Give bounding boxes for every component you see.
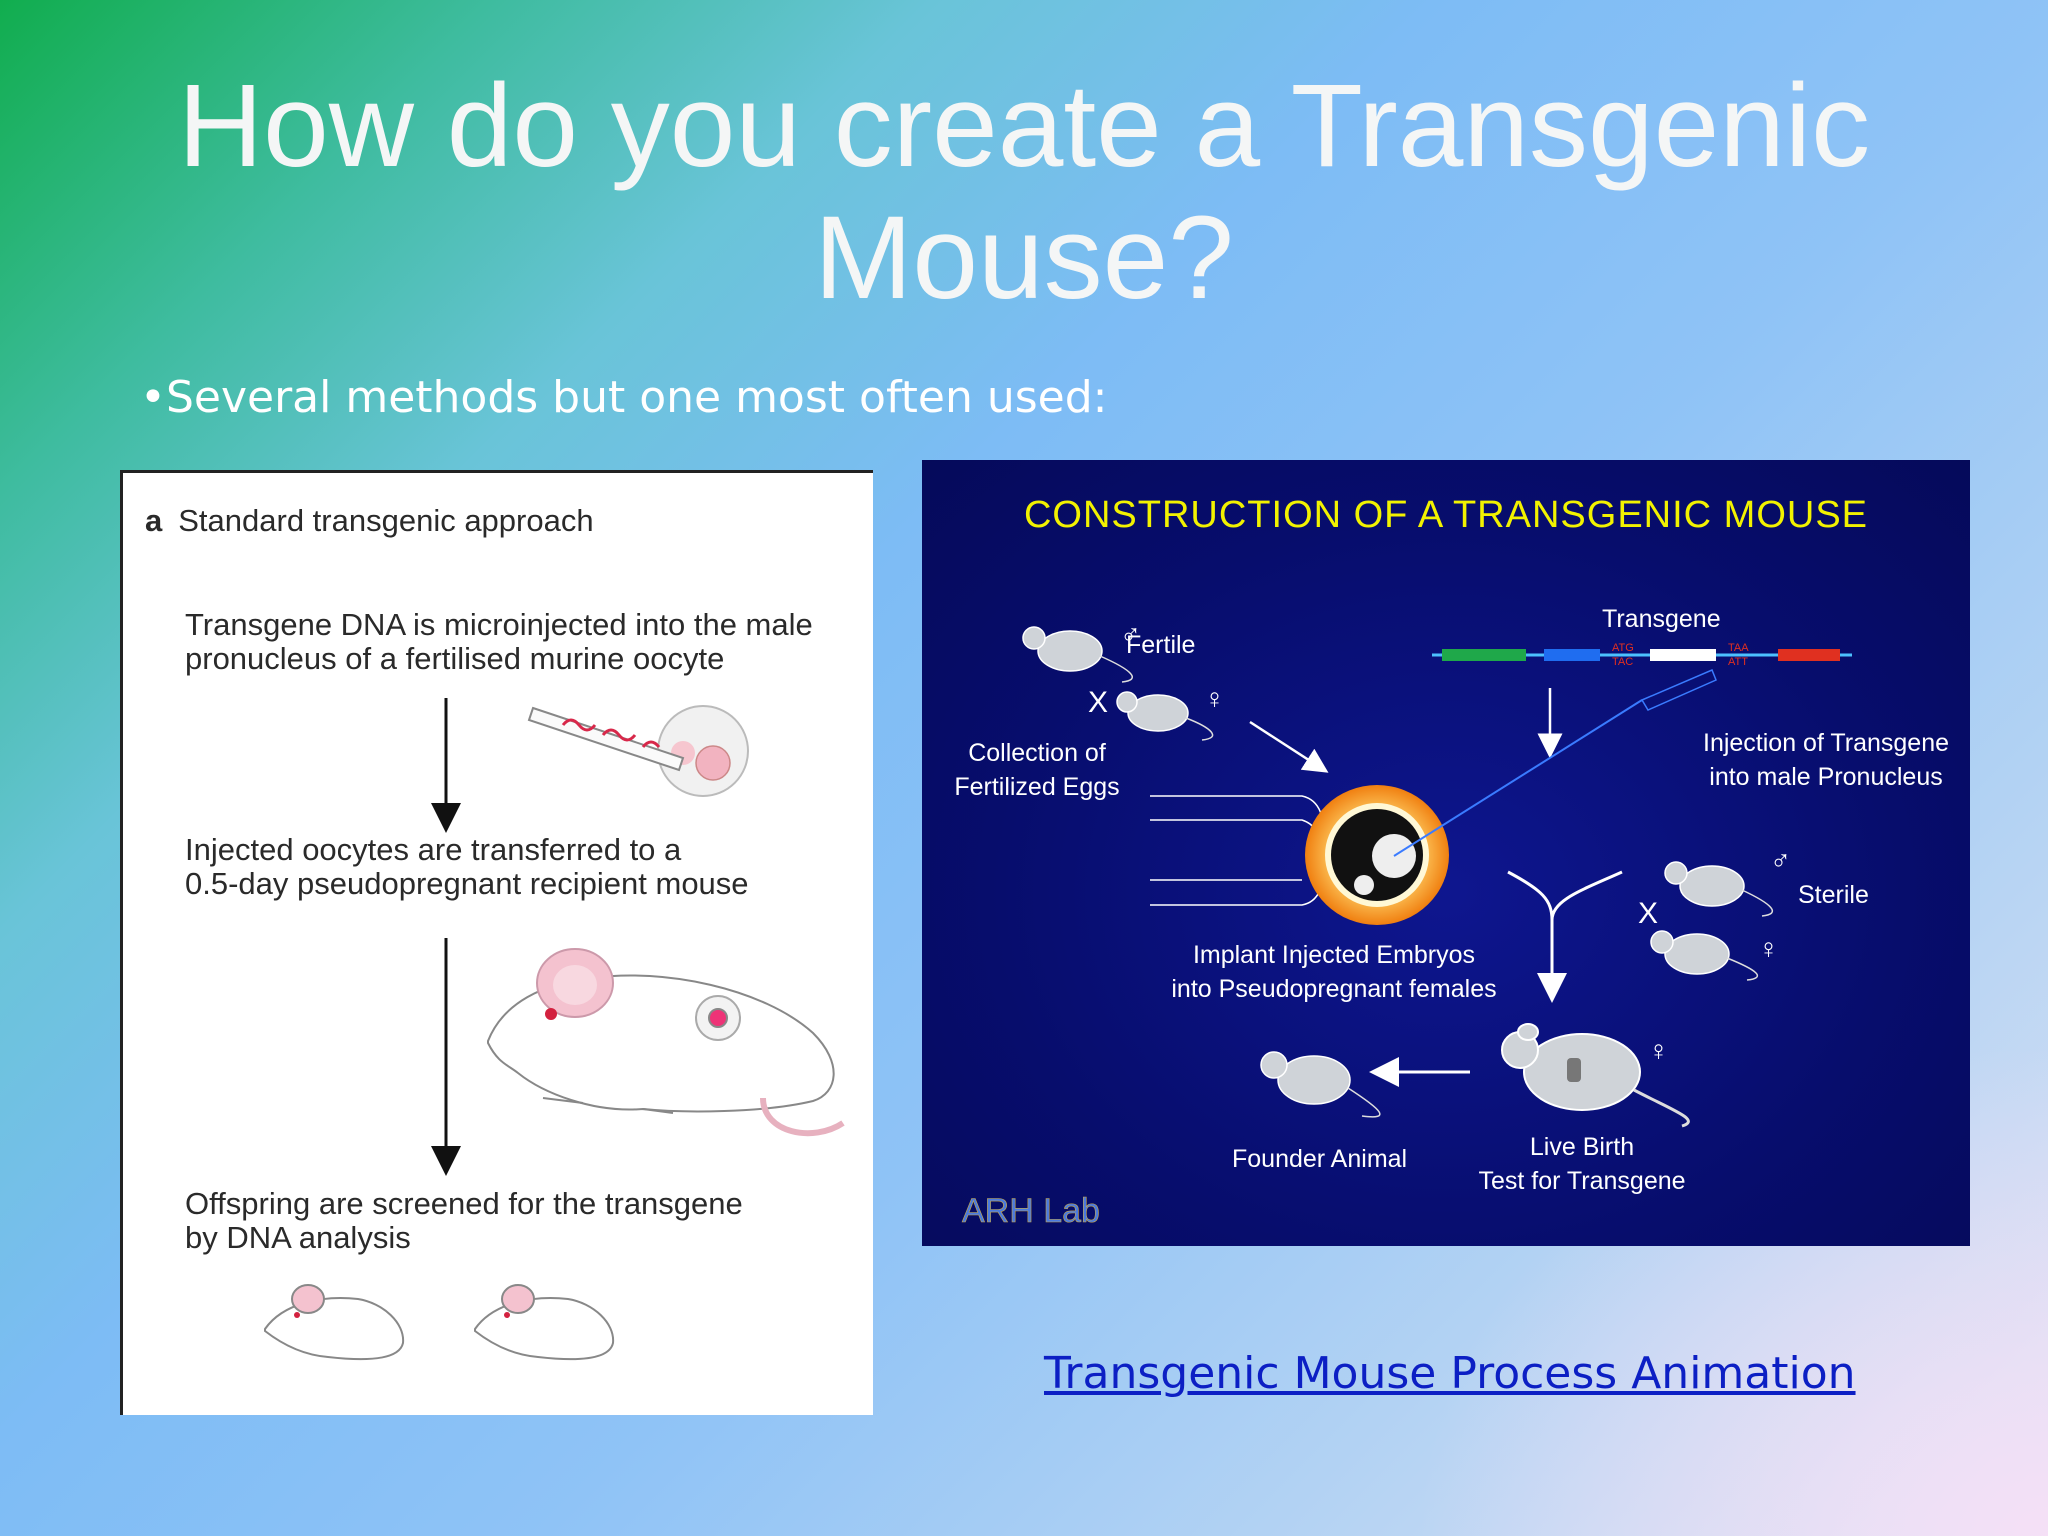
sterile-male-mouse-icon xyxy=(1664,861,1774,917)
combine-arrow xyxy=(1507,870,1623,921)
construction-figure: CONSTRUCTION OF A TRANSGENIC MOUSE ♂ ♀ X xyxy=(922,460,1970,1246)
left-figure-graphics xyxy=(264,698,845,1361)
recipient-mouse-icon xyxy=(487,948,845,1137)
live-birth-line-1: Live Birth xyxy=(1529,1133,1635,1161)
arrow-to-egg xyxy=(1249,720,1329,773)
fertile-male-mouse-icon xyxy=(1022,626,1134,683)
step-3-text: Offspring are screened for the transgene… xyxy=(185,1187,855,1255)
injection-line-2: into male Pronucleus xyxy=(1709,763,1943,791)
collection-label: Collection of Fertilized Eggs xyxy=(942,736,1132,804)
founder-label: Founder Animal xyxy=(1232,1145,1408,1173)
arh-lab-logo: ARH Lab xyxy=(962,1192,1100,1230)
step-1-line-1: Transgene DNA is microinjected into the … xyxy=(185,607,813,642)
male-symbol-2: ♂ xyxy=(1770,845,1791,876)
cross-symbol-1: X xyxy=(1088,686,1108,719)
construction-graphics: ♂ ♀ X ATG TAC TAA ATT xyxy=(962,619,1852,1230)
injection-label: Injection of Transgene into male Pronucl… xyxy=(1666,726,1986,794)
title-line-2: Mouse? xyxy=(814,192,1234,324)
female-symbol-1: ♀ xyxy=(1204,683,1225,714)
codon-taa: TAA xyxy=(1728,642,1749,654)
figure-title: CONSTRUCTION OF A TRANSGENIC MOUSE xyxy=(1023,494,1869,536)
sterile-female-mouse-icon xyxy=(1650,930,1759,981)
step-2-line-1: Injected oocytes are transferred to a xyxy=(185,832,682,867)
offspring-mouse-icon-1 xyxy=(264,1284,405,1361)
animation-link[interactable]: Transgenic Mouse Process Animation xyxy=(1044,1348,1856,1399)
step-3-line-1: Offspring are screened for the transgene xyxy=(185,1186,743,1221)
transgene-label: Transgene xyxy=(1602,605,1721,633)
injection-line-1: Injection of Transgene xyxy=(1703,729,1949,757)
figure-heading-text: Standard transgenic approach xyxy=(178,503,594,538)
founder-mouse-icon xyxy=(1260,1051,1381,1118)
injection-needle xyxy=(1393,699,1643,857)
slide-title: How do you create a Transgenic Mouse? xyxy=(0,60,2048,324)
standard-approach-figure: a Standard transgenic approach Transgene … xyxy=(120,470,873,1415)
collection-line-2: Fertilized Eggs xyxy=(954,773,1120,801)
codon-tac: TAC xyxy=(1612,656,1633,668)
codon-atg: ATG xyxy=(1612,642,1634,654)
female-symbol-2: ♀ xyxy=(1758,933,1779,964)
live-birth-line-2: Test for Transgene xyxy=(1478,1167,1686,1195)
step-1-line-2: pronucleus of a fertilised murine oocyte xyxy=(185,641,725,676)
fertile-label: Fertile xyxy=(1126,631,1196,659)
micropipette-oocyte-icon xyxy=(527,705,749,797)
offspring-mouse-icon-2 xyxy=(474,1284,615,1361)
step-1-text: Transgene DNA is microinjected into the … xyxy=(185,608,855,676)
collection-line-1: Collection of xyxy=(968,739,1106,767)
step-2-line-2: 0.5-day pseudopregnant recipient mouse xyxy=(185,866,749,901)
female-symbol-3: ♀ xyxy=(1648,1035,1669,1066)
figure-heading: a Standard transgenic approach xyxy=(145,503,594,539)
implant-line-2: into Pseudopregnant females xyxy=(1171,975,1497,1003)
pregnant-female-mouse-icon xyxy=(1501,1023,1690,1128)
implant-line-1: Implant Injected Embryos xyxy=(1192,941,1476,969)
title-line-1: How do you create a Transgenic xyxy=(177,60,1871,192)
step-3-line-2: by DNA analysis xyxy=(185,1220,411,1255)
fertile-female-mouse-icon xyxy=(1116,691,1214,741)
step-2-text: Injected oocytes are transferred to a 0.… xyxy=(185,833,855,901)
egg-holding-pipette-lines xyxy=(1150,795,1324,906)
codon-att: ATT xyxy=(1728,656,1748,668)
bullet-text: •Several methods but one most often used… xyxy=(140,372,1108,423)
transgene-construct-icon: ATG TAC TAA ATT xyxy=(1432,642,1852,668)
panel-letter: a xyxy=(145,503,163,538)
implant-label: Implant Injected Embryos into Pseudopreg… xyxy=(1154,938,1514,1006)
sterile-label: Sterile xyxy=(1798,881,1869,909)
cross-symbol-2: X xyxy=(1638,897,1658,930)
male-symbol-1: ♂ xyxy=(1120,619,1141,650)
live-birth-label: Live Birth Test for Transgene xyxy=(1462,1130,1702,1198)
